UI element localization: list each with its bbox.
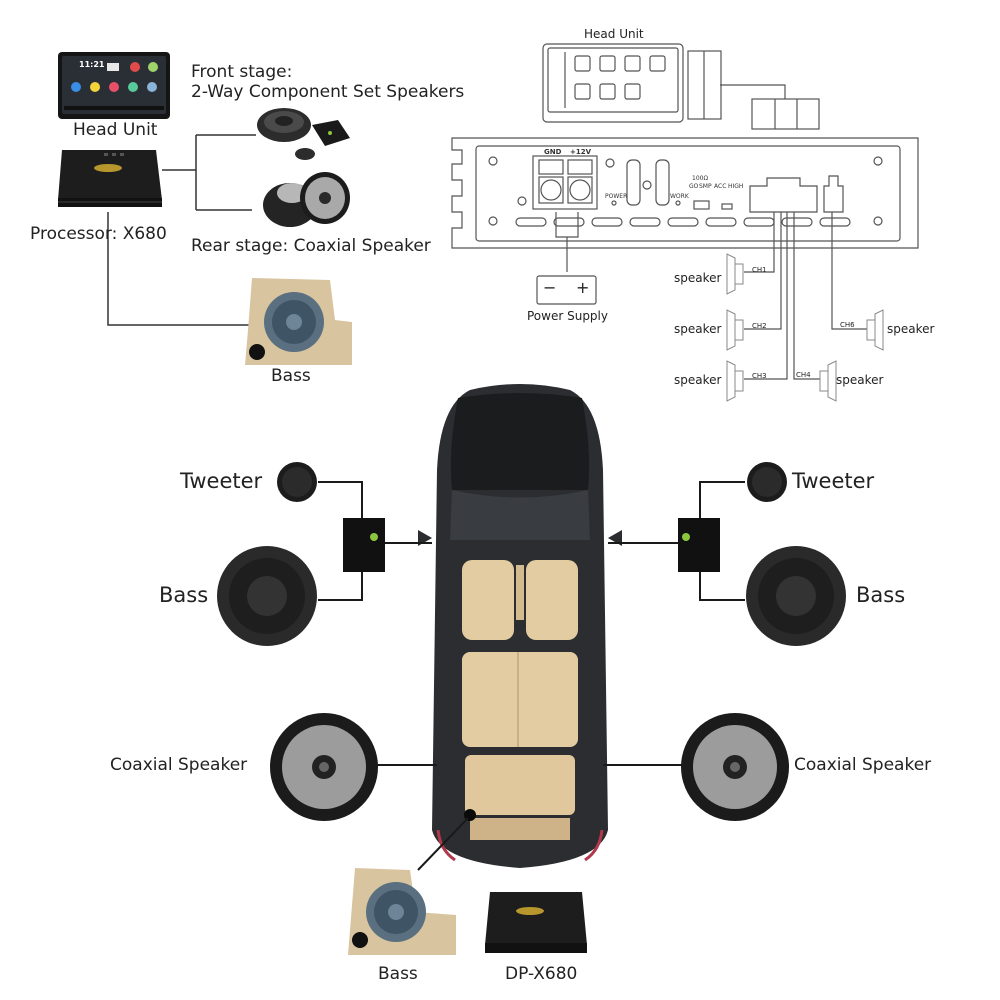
left-coaxial-label: Coaxial Speaker [110,755,248,775]
bottom-bass-label: Bass [378,964,418,984]
ch6-speaker-label: speaker [887,322,935,336]
bottom-bass-enclosure-image [348,868,456,955]
bass-enclosure-image [245,278,352,365]
diagram-head-unit-label: Head Unit [584,27,644,41]
switch-label-high: HIGH [728,183,744,190]
work-led-label: WORK [670,193,689,200]
ch2-label: CH2 [752,322,767,330]
gnd-label: GND [544,148,562,156]
ch2-speaker-label: speaker [674,322,722,336]
dp-x680-processor-image [485,892,587,953]
left-bass-label: Bass [159,583,209,607]
right-coaxial-speaker-image [681,713,789,821]
switch-label-go: GO [689,183,699,190]
left-coaxial-speaker-image [270,713,378,821]
ch1-speaker-label: speaker [674,271,722,285]
car-top-view-image [418,384,622,868]
left-crossover-image [343,518,385,572]
ch1-label: CH1 [752,266,767,274]
switch-label-100: 100Ω [692,175,709,182]
ch6-label: CH6 [840,321,855,329]
right-crossover-image [678,518,720,572]
right-coaxial-label: Coaxial Speaker [794,755,932,775]
battery-plus: + [576,278,590,297]
power-led-label: POWER [605,193,628,200]
rear-stage-label: Rear stage: Coaxial Speaker [191,236,431,256]
head-unit-label: Head Unit [73,120,158,140]
switch-label-acc: ACC [714,183,727,190]
power-supply-label: Power Supply [527,309,608,323]
processor-x680-image [58,150,162,207]
ch3-speaker-label: speaker [674,373,722,387]
head-unit-clock: 11:21 [79,60,105,69]
head-unit-image [58,52,170,119]
left-tweeter-label: Tweeter [180,469,263,493]
right-bass-label: Bass [856,583,906,607]
component-speaker-set-image [257,108,350,160]
processor-label: Processor: X680 [30,224,167,244]
front-stage-title: Front stage: [191,62,293,82]
switch-label-smp: SMP [699,183,712,190]
wiring-diagram [451,43,919,380]
top-bass-label: Bass [271,366,311,386]
ch3-label: CH3 [752,372,767,380]
dp-x680-label: DP-X680 [505,964,578,984]
plus-12v-label: +12V [570,148,592,156]
coaxial-speaker-image [263,172,350,227]
car-wiring [318,481,745,871]
ch4-label: CH4 [796,371,811,379]
front-stage-description: 2-Way Component Set Speakers [191,82,465,102]
top-left-wiring [107,134,256,326]
right-bass-woofer-image [746,546,846,646]
speaker-glyphs [726,253,884,402]
right-tweeter-label: Tweeter [792,469,875,493]
left-bass-woofer-image [217,546,317,646]
right-tweeter-image [747,462,787,502]
ch4-speaker-label: speaker [836,373,884,387]
left-tweeter-image [277,462,317,502]
battery-minus: − [543,278,557,297]
